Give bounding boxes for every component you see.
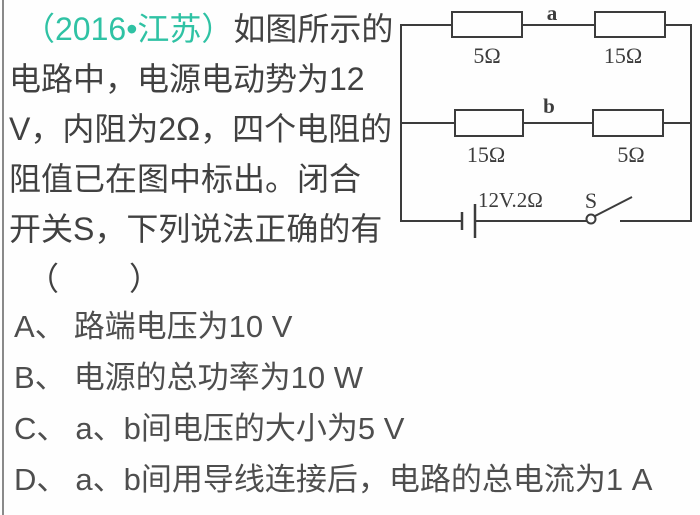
option-b-label: B、 — [14, 360, 66, 395]
options-list: A、路端电压为10 V B、电源的总功率为10 W C、a、b间电压的大小为5 … — [14, 301, 694, 505]
resistor-top-left-value: 5Ω — [473, 43, 500, 68]
option-d-text: a、b间用导线连接后，电路的总电流为1 A — [75, 462, 653, 497]
resistor-mid-left-value: 15Ω — [467, 142, 505, 167]
option-c-text: a、b间电压的大小为5 V — [75, 411, 405, 446]
resistor-top-left-box — [451, 11, 523, 38]
battery-value-label: 12V.2Ω — [478, 188, 543, 212]
switch-label: S — [585, 188, 597, 213]
option-b-text: 电源的总功率为10 W — [73, 360, 364, 395]
circuit-diagram: a b 5Ω 15Ω 15Ω 5Ω 12V.2Ω S — [400, 1, 692, 238]
resistor-top-right-value: 15Ω — [604, 43, 642, 68]
resistor-top-right-box — [594, 11, 666, 38]
option-c-label: C、 — [14, 411, 68, 446]
question-line-1: （2016•江苏）如图所示的 — [9, 4, 401, 54]
left-edge-divider — [2, 0, 4, 515]
option-b[interactable]: B、电源的总功率为10 W — [14, 352, 694, 403]
question-line-1-text: 如图所示的 — [233, 11, 394, 47]
option-d-label: D、 — [14, 462, 68, 497]
question-line-4: 阻值已在图中标出。闭合 — [9, 161, 362, 197]
question-stem: （2016•江苏）如图所示的 电路中，电源电动势为12 V，内阻为2Ω，四个电阻… — [9, 4, 401, 304]
option-a-text: 路端电压为10 V — [73, 309, 293, 344]
option-a[interactable]: A、路端电压为10 V — [14, 301, 694, 352]
question-line-3: V，内阻为2Ω，四个电阻的 — [9, 111, 393, 147]
switch-blade-icon — [594, 196, 633, 217]
node-b-label: b — [543, 94, 555, 118]
source-tag: （2016•江苏） — [23, 11, 234, 47]
answer-blank-parens: （ ） — [27, 261, 164, 297]
question-line-2: 电路中，电源电动势为12 — [9, 61, 365, 97]
resistor-mid-right-box — [592, 109, 664, 137]
switch-contact-icon — [585, 213, 597, 225]
option-a-label: A、 — [14, 309, 66, 344]
option-c[interactable]: C、a、b间电压的大小为5 V — [14, 403, 694, 454]
option-d[interactable]: D、a、b间用导线连接后，电路的总电流为1 A — [14, 454, 694, 505]
resistor-mid-right-value: 5Ω — [617, 142, 644, 167]
question-line-5: 开关S，下列说法正确的有 — [9, 211, 383, 247]
resistor-mid-left-box — [454, 109, 524, 137]
node-a-label: a — [547, 1, 558, 25]
